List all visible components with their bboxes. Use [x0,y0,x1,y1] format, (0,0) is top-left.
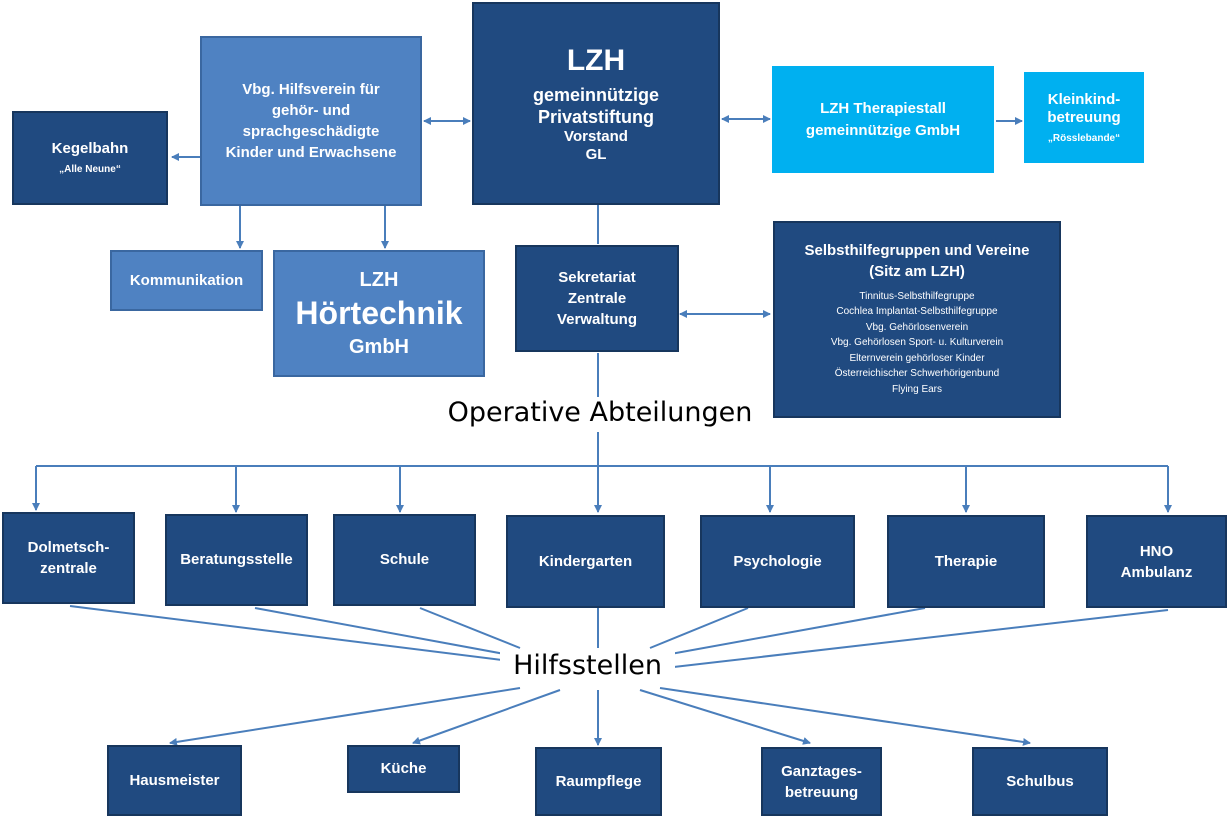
hilfsverein-line2: gehör- und [271,102,351,119]
hilfsstellen-label: Hilfsstellen [500,650,675,681]
support-ganztages: Ganztages- betreuung [761,747,882,816]
lzh-line4: GL [585,146,607,164]
kegelbahn-box: Kegelbahn „Alle Neune“ [12,111,168,205]
department-line1: HNO [1139,542,1174,560]
department-psychologie: Psychologie [700,515,855,608]
kleinkind-box: Kleinkind- betreuung „Rösslebande“ [1024,72,1144,163]
sekretariat-line1: Sekretariat [558,269,636,286]
support-line1: Schulbus [1006,772,1074,790]
hoertechnik-box: LZH Hörtechnik GmbH [273,250,485,377]
selbsthilfe-title1: Selbsthilfegruppen und Vereine [804,241,1030,259]
support-hausmeister: Hausmeister [107,745,242,816]
department-beratung: Beratungsstelle [165,514,308,606]
operative-label: Operative Abteilungen [430,397,770,428]
hilfsverein-line1: Vbg. Hilfsverein für [242,81,380,98]
selbsthilfe-item: Cochlea Implantat-Selbsthilfegruppe [836,306,998,318]
department-line1: Psychologie [733,552,822,570]
sekretariat-line2: Zentrale [567,290,627,307]
selbsthilfe-item: Vbg. Gehörlosenverein [865,321,969,333]
hub-support-line [659,687,1031,746]
department-line1: Kindergarten [538,552,633,570]
dept-hub-line [664,609,1169,669]
support-schulbus: Schulbus [972,747,1108,816]
kommunikation-title: Kommunikation [129,271,244,289]
lzh-foundation-box: LZH gemeinnützige Privatstiftung Vorstan… [472,2,720,205]
department-therapie: Therapie [887,515,1045,608]
selbsthilfe-item: Flying Ears [891,383,942,395]
department-hno: HNO Ambulanz [1086,515,1227,608]
lzh-line2: Privatstiftung [537,106,654,127]
department-line2: Ambulanz [1120,563,1193,581]
kommunikation-box: Kommunikation [110,250,263,311]
hoertechnik-line1: LZH [359,269,399,292]
department-line1: Beratungsstelle [180,551,293,568]
support-line1: Ganztages- [781,762,862,780]
lzh-line1: gemeinnützige [532,84,659,105]
dept-hub-line [649,607,749,649]
lzh-line3: Vorstand [564,128,628,146]
kegelbahn-title: Kegelbahn [51,140,129,157]
department-line1: Dolmetsch- [27,539,110,556]
department-kindergarten: Kindergarten [506,515,665,608]
selbsthilfe-item: Österreichischer Schwerhörigenbund [834,368,1000,380]
selbsthilfe-title2: (Sitz am LZH) [869,262,965,280]
support-line2: betreuung [784,783,859,801]
lzh-title: LZH [566,43,626,77]
hilfsverein-line3: sprachgeschädigte [242,123,380,140]
department-dolmetsch: Dolmetsch- zentrale [2,512,135,604]
hub-support-line [412,689,561,745]
support-raumpflege: Raumpflege [535,747,662,816]
sekretariat-line3: Verwaltung [556,311,638,328]
hub-support-line [169,687,521,746]
dept-hub-line [664,607,926,656]
department-schule: Schule [333,514,476,606]
selbsthilfe-box: Selbsthilfegruppen und Vereine (Sitz am … [773,221,1061,418]
selbsthilfe-list: Tinnitus-Selbsthilfegruppe Cochlea Impla… [831,289,1003,398]
department-line2: zentrale [40,560,97,577]
support-line1: Hausmeister [129,771,220,789]
therapiestall-box: LZH Therapiestall gemeinnützige GmbH [772,66,994,173]
dept-hub-line [254,607,511,656]
hoertechnik-line2: Hörtechnik [295,295,463,332]
hub-support-line [639,689,811,745]
department-line1: Schule [379,551,430,568]
dept-hub-line [419,607,521,649]
selbsthilfe-item: Vbg. Gehörlosen Sport- u. Kulturverein [830,337,1004,349]
department-line1: Therapie [934,552,998,570]
selbsthilfe-item: Elternverein gehörloser Kinder [849,352,985,364]
support-kueche: Küche [347,745,460,793]
kleinkind-subtitle: „Rösslebande“ [1047,132,1121,144]
support-line1: Raumpflege [555,772,642,790]
therapiestall-line2: gemeinnützige GmbH [805,121,961,139]
hilfsverein-box: Vbg. Hilfsverein für gehör- und sprachge… [200,36,422,206]
kleinkind-line2: betreuung [1047,108,1121,126]
therapiestall-line1: LZH Therapiestall [820,99,946,117]
kegelbahn-subtitle: „Alle Neune“ [59,164,121,175]
kleinkind-line1: Kleinkind- [1047,90,1121,108]
support-line1: Küche [380,760,427,777]
selbsthilfe-item: Tinnitus-Selbsthilfegruppe [859,290,975,302]
sekretariat-box: Sekretariat Zentrale Verwaltung [515,245,679,352]
hilfsverein-line4: Kinder und Erwachsene [225,144,397,161]
dept-hub-line [69,605,511,662]
hoertechnik-line3: GmbH [349,335,409,358]
